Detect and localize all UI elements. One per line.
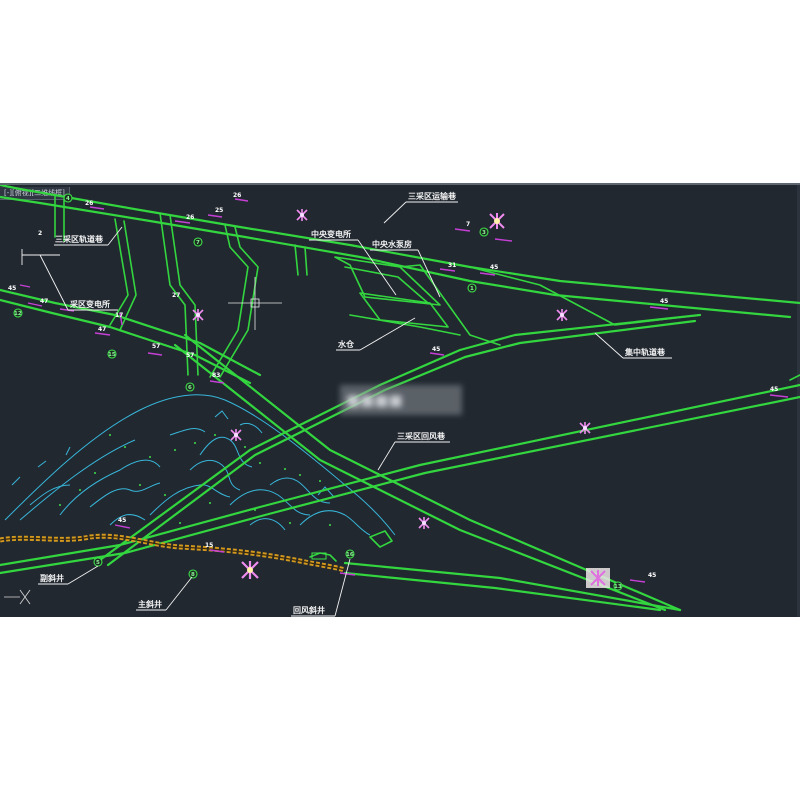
label-central-substation: 中央变电所: [311, 229, 351, 239]
svg-text:1: 1: [470, 286, 474, 292]
ucs-icon: [4, 589, 31, 605]
svg-text:27: 27: [172, 292, 180, 299]
svg-text:45: 45: [8, 285, 16, 292]
svg-text:45: 45: [648, 572, 656, 579]
svg-text:57: 57: [152, 343, 160, 350]
svg-text:47: 47: [40, 298, 48, 305]
svg-text:2: 2: [38, 230, 42, 237]
borehole-icon: [586, 568, 610, 588]
node-marker: 7: [193, 237, 203, 247]
svg-text:45: 45: [770, 386, 778, 393]
node-marker: 5: [93, 557, 103, 567]
slope-ticks: [19, 198, 789, 583]
svg-text:26: 26: [233, 192, 241, 199]
svg-text:4: 4: [66, 196, 70, 202]
borehole-icon: [418, 517, 430, 529]
svg-text:3: 3: [482, 230, 486, 236]
blurred-label: ■■■■: [340, 385, 462, 415]
svg-text:7: 7: [196, 240, 200, 246]
crosshair-icon: [228, 277, 282, 330]
viewport-control-label[interactable]: [-][俯视][二维线框]: [0, 187, 70, 200]
svg-text:■■■■: ■■■■: [346, 391, 403, 409]
svg-text:8: 8: [191, 572, 195, 578]
borehole-icon: [489, 213, 505, 229]
label-hoist-roadway: 三采区轨道巷: [55, 234, 104, 244]
svg-text:26: 26: [85, 200, 93, 207]
node-marker: 6: [185, 382, 195, 392]
node-marker: 3: [479, 227, 489, 237]
label-transport-drift: 三采区运输巷: [408, 191, 457, 201]
svg-text:57: 57: [186, 352, 194, 359]
svg-text:31: 31: [448, 262, 456, 269]
label-main-shaft: 主斜井: [138, 599, 162, 609]
svg-text:7: 7: [466, 221, 470, 228]
svg-text:45: 45: [118, 517, 126, 524]
node-marker: 1: [467, 283, 477, 293]
label-return-airway: 三采区回风巷: [397, 431, 446, 441]
borehole-icon: [241, 561, 259, 579]
svg-text:45: 45: [660, 298, 668, 305]
vegetation-marks: [59, 434, 331, 526]
surface-boundary: [0, 533, 346, 573]
svg-text:26: 26: [186, 214, 194, 221]
svg-text:6: 6: [188, 385, 192, 391]
borehole-icon: [192, 309, 204, 321]
terrain-contours: [4, 394, 396, 536]
vertical-scrollbar[interactable]: [797, 185, 800, 617]
svg-text:15: 15: [108, 352, 116, 358]
label-main-track: 集中轨道巷: [624, 347, 666, 357]
borehole-icon: [230, 429, 242, 441]
shaft-structures: [309, 530, 393, 562]
label-pump-room: 中央水泵房: [372, 239, 412, 249]
node-marker: 15: [107, 349, 117, 359]
node-marker: 16: [345, 549, 355, 559]
svg-text:12: 12: [14, 311, 22, 317]
label-substation: 采区变电所: [69, 299, 110, 309]
drawing-viewport[interactable]: [-][俯视][二维线框]: [0, 183, 800, 617]
label-sump: 水仓: [337, 339, 355, 349]
map-labels: 三采区轨道巷 采区变电所 中央变电所 中央水泵房 三采区运输巷: [21, 191, 672, 617]
borehole-icon: [556, 309, 568, 321]
mine-roadway-map: 26 26 25 26 7 31 47 27 45 45 2 45 47 17 …: [0, 185, 800, 617]
label-return-shaft: 回风斜井: [293, 605, 325, 615]
borehole-icon: [579, 422, 591, 434]
label-aux-shaft: 副斜井: [40, 573, 64, 583]
svg-text:25: 25: [215, 207, 223, 214]
svg-text:45: 45: [490, 264, 498, 271]
svg-text:47: 47: [98, 326, 106, 333]
node-marker: 13: [613, 581, 623, 591]
svg-text:83: 83: [212, 372, 220, 379]
survey-nodes: 4 3 7 12 15 6 1 5 16 13 8: [13, 193, 623, 591]
svg-text:13: 13: [614, 584, 622, 590]
svg-text:15: 15: [205, 542, 213, 549]
svg-text:17: 17: [115, 312, 123, 319]
svg-text:16: 16: [346, 552, 354, 558]
svg-text:5: 5: [96, 560, 100, 566]
svg-text:45: 45: [432, 346, 440, 353]
node-marker: 12: [13, 308, 23, 318]
slope-numbers: 26 26 25 26 7 31 47 27 45 45 2 45 47 17 …: [8, 192, 778, 579]
node-marker: 8: [188, 569, 198, 579]
borehole-icons: [192, 209, 610, 588]
roadways: [0, 185, 800, 612]
node-marker: 4: [63, 193, 73, 203]
borehole-icon: [296, 209, 308, 221]
